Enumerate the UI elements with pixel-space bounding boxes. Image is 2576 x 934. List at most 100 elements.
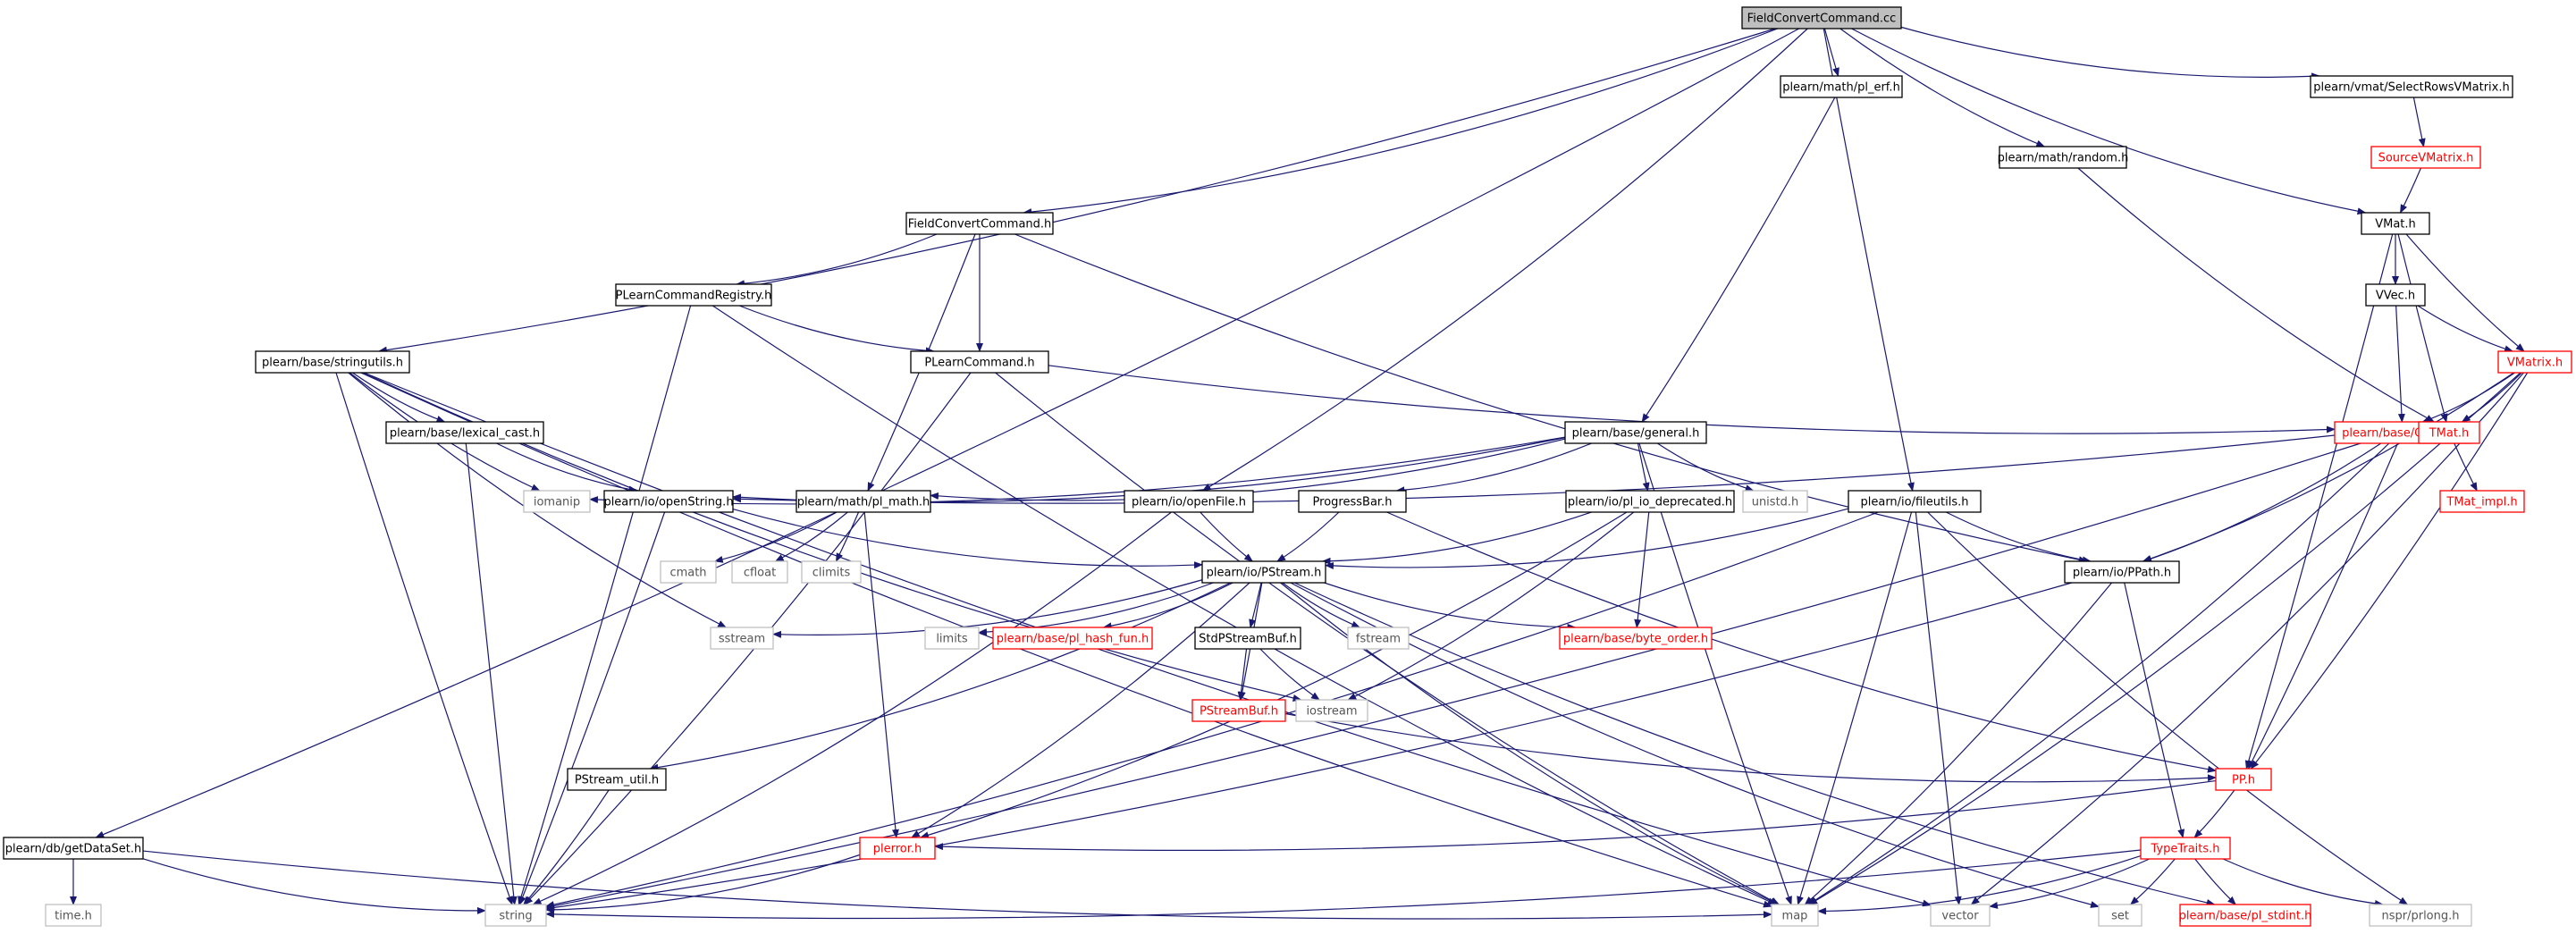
node-label: unistd.h bbox=[1752, 496, 1799, 509]
edge-root-to-pl_erf bbox=[1823, 28, 1839, 77]
node-openfile[interactable]: plearn/io/openFile.h bbox=[1124, 490, 1254, 513]
node-selectrows[interactable]: plearn/vmat/SelectRowsVMatrix.h bbox=[2310, 75, 2513, 98]
node-box bbox=[2370, 146, 2481, 169]
edge-registry-to-string bbox=[518, 305, 692, 905]
node-plmath[interactable]: plearn/math/pl_math.h bbox=[796, 490, 931, 513]
node-timeh[interactable]: time.h bbox=[45, 904, 102, 927]
node-box bbox=[1999, 146, 2127, 169]
node-random[interactable]: plearn/math/random.h bbox=[1998, 146, 2129, 169]
edge-vmatrix-to-object bbox=[2421, 372, 2515, 423]
node-progress[interactable]: ProgressBar.h bbox=[1298, 490, 1407, 513]
edge-root-to-stringutils bbox=[377, 28, 1776, 354]
node-hashfun[interactable]: plearn/base/pl_hash_fun.h bbox=[992, 627, 1153, 650]
node-box bbox=[1742, 490, 1808, 513]
node-box bbox=[1298, 490, 1407, 513]
edge-plmath-to-plerror bbox=[863, 511, 899, 838]
edge-vvec-to-object bbox=[2395, 305, 2405, 423]
node-cmath[interactable]: cmath bbox=[660, 560, 717, 584]
edge-getdataset-to-map bbox=[142, 850, 1772, 920]
edge-pstream-to-stdpsb bbox=[1249, 582, 1262, 628]
edge-object-to-string bbox=[545, 442, 2361, 910]
node-byteorder[interactable]: plearn/base/byte_order.h bbox=[1559, 627, 1713, 650]
node-vmatrix[interactable]: VMatrix.h bbox=[2497, 350, 2572, 374]
node-iodep[interactable]: plearn/io/pl_io_deprecated.h bbox=[1565, 490, 1735, 513]
node-box bbox=[1347, 627, 1410, 650]
node-general[interactable]: plearn/base/general.h bbox=[1564, 421, 1707, 444]
node-plcommand[interactable]: PLearnCommand.h bbox=[910, 350, 1049, 374]
node-vmat[interactable]: VMat.h bbox=[2361, 212, 2430, 235]
node-limits[interactable]: limits bbox=[924, 627, 980, 650]
node-lexical[interactable]: plearn/base/lexical_cast.h bbox=[385, 421, 544, 444]
node-label: PStreamBuf.h bbox=[1200, 705, 1278, 719]
node-unistd[interactable]: unistd.h bbox=[1742, 490, 1808, 513]
edge-vmat-to-pp bbox=[2244, 233, 2394, 770]
node-fileutils[interactable]: plearn/io/fileutils.h bbox=[1848, 490, 1982, 513]
node-registry[interactable]: PLearnCommandRegistry.h bbox=[615, 283, 772, 307]
node-string[interactable]: string bbox=[484, 904, 547, 927]
node-vector[interactable]: vector bbox=[1930, 904, 1991, 927]
edge-vmatrix-to-map bbox=[1808, 372, 2521, 905]
edge-pstream-to-hashfun bbox=[1102, 582, 1233, 630]
node-fchead[interactable]: FieldConvertCommand.h bbox=[905, 212, 1054, 235]
node-fstream[interactable]: fstream bbox=[1347, 627, 1410, 650]
node-ppath[interactable]: plearn/io/PPath.h bbox=[2064, 560, 2180, 584]
node-label: PLearnCommandRegistry.h bbox=[616, 290, 772, 303]
node-psbuf[interactable]: PStreamBuf.h bbox=[1191, 699, 1286, 722]
node-box bbox=[1559, 627, 1713, 650]
node-climits[interactable]: climits bbox=[801, 560, 862, 584]
node-getdataset[interactable]: plearn/db/getDataSet.h bbox=[3, 837, 144, 860]
node-box bbox=[2140, 837, 2231, 860]
edge-openstring-to-string bbox=[518, 511, 666, 905]
node-pstreamutil[interactable]: PStream_util.h bbox=[567, 768, 667, 791]
node-stdint[interactable]: plearn/base/pl_stdint.h bbox=[2179, 904, 2312, 927]
node-set[interactable]: set bbox=[2098, 904, 2142, 927]
node-label: FieldConvertCommand.cc bbox=[1747, 13, 1897, 26]
node-openstring[interactable]: plearn/io/openString.h bbox=[603, 490, 734, 513]
edge-pl_erf-to-general bbox=[1641, 97, 1836, 423]
node-tmat[interactable]: TMat.h bbox=[2418, 421, 2480, 444]
node-iostream[interactable]: iostream bbox=[1295, 699, 1368, 722]
node-box bbox=[1201, 560, 1326, 584]
node-iomanip[interactable]: iomanip bbox=[523, 490, 591, 513]
edge-typetraits-to-map bbox=[1817, 855, 2142, 915]
node-map[interactable]: map bbox=[1771, 904, 1819, 927]
node-box bbox=[1564, 421, 1707, 444]
node-pp[interactable]: PP.h bbox=[2215, 768, 2272, 791]
node-box bbox=[1771, 904, 1819, 927]
node-plerror[interactable]: plerror.h bbox=[859, 837, 936, 860]
edge-typetraits-to-prlong bbox=[2222, 858, 2384, 907]
node-box bbox=[924, 627, 980, 650]
edge-fchead-to-ppath bbox=[1014, 233, 2088, 564]
node-stringutils[interactable]: plearn/base/stringutils.h bbox=[255, 350, 410, 374]
node-typetraits[interactable]: TypeTraits.h bbox=[2140, 837, 2231, 860]
node-stdpsb[interactable]: StdPStreamBuf.h bbox=[1194, 627, 1301, 650]
edge-root-to-random bbox=[1839, 28, 2046, 147]
edge-stdpsb-to-iostream bbox=[1259, 648, 1320, 701]
node-vvec[interactable]: VVec.h bbox=[2365, 283, 2426, 307]
edge-pstream-to-pstreamutil bbox=[649, 582, 1231, 771]
edge-openstring-to-pstream bbox=[732, 508, 1203, 569]
edge-getdataset-to-string bbox=[142, 858, 486, 914]
node-box bbox=[1194, 627, 1301, 650]
node-pstream[interactable]: plearn/io/PStream.h bbox=[1201, 560, 1326, 584]
node-label: plearn/base/stringutils.h bbox=[262, 357, 403, 370]
edge-pstream-to-byteorder bbox=[1324, 582, 1577, 631]
node-prlong[interactable]: nspr/prlong.h bbox=[2369, 904, 2472, 927]
node-box bbox=[859, 837, 936, 860]
node-label: climits bbox=[812, 567, 851, 580]
node-sstream[interactable]: sstream bbox=[710, 627, 774, 650]
node-tmatimpl[interactable]: TMat_impl.h bbox=[2439, 490, 2525, 513]
node-box bbox=[1191, 699, 1286, 722]
node-box bbox=[2064, 560, 2180, 584]
edge-pp-to-plerror bbox=[934, 779, 2217, 851]
edge-general-to-unistd bbox=[1656, 442, 1755, 492]
node-cfloat[interactable]: cfloat bbox=[731, 560, 788, 584]
node-root[interactable]: FieldConvertCommand.cc bbox=[1741, 6, 1902, 29]
node-sourcevm[interactable]: SourceVMatrix.h bbox=[2370, 146, 2481, 169]
node-label: limits bbox=[936, 633, 968, 646]
edge-iodep-to-iostream bbox=[1347, 511, 1635, 701]
node-box bbox=[2310, 75, 2513, 98]
node-box bbox=[1565, 490, 1735, 513]
node-pl_erf[interactable]: plearn/math/pl_erf.h bbox=[1780, 75, 1903, 98]
